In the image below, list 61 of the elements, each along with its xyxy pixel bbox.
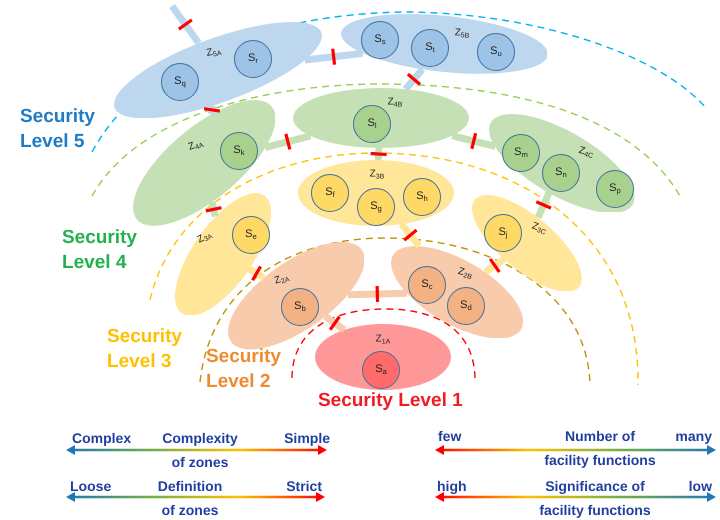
system-label: S$_{h}$ xyxy=(416,191,428,203)
conduit-connector xyxy=(402,67,426,92)
system-label: S$_{s}$ xyxy=(374,34,386,46)
zone-ellipse xyxy=(293,88,469,148)
zone-ellipse xyxy=(340,14,548,74)
system-label: S$_{q}$ xyxy=(174,76,186,88)
zone-ellipse xyxy=(228,242,364,350)
system-label: S$_{l}$ xyxy=(367,118,377,130)
zone-ellipse xyxy=(390,246,524,338)
zone-label: Z$_{3B}$ xyxy=(370,170,384,180)
system-label: S$_{r}$ xyxy=(248,53,258,65)
scale-label: Strict xyxy=(285,477,322,496)
conduit-connector xyxy=(169,4,202,46)
zone-label: Z$_{5B}$ xyxy=(454,28,470,40)
security-level-label: Security Level 1 xyxy=(318,389,464,413)
zone-label: Z$_{1A}$ xyxy=(376,334,390,346)
conduit-connector xyxy=(304,50,363,64)
conduit-connector xyxy=(208,105,216,115)
scale-label: Simple xyxy=(283,429,330,448)
system-label: S$_{d}$ xyxy=(460,300,472,312)
system-label: S$_{g}$ xyxy=(370,201,382,213)
conduit-connector xyxy=(483,256,506,276)
system-label: S$_{c}$ xyxy=(421,279,433,291)
zone-ellipse xyxy=(315,324,451,390)
scale-label: few xyxy=(438,427,462,446)
scale-label: Significance of facility functions xyxy=(538,477,652,520)
scale-label: high xyxy=(437,477,468,496)
security-level-label: Security Level 3 xyxy=(107,325,183,374)
conduit-connector xyxy=(208,201,219,218)
system-label: S$_{t}$ xyxy=(425,42,435,54)
scale-label: Number of facility functions xyxy=(543,427,657,470)
system-label: S$_{m}$ xyxy=(514,147,528,159)
scale-label: Loose xyxy=(70,477,112,496)
system-label: S$_{p}$ xyxy=(609,183,621,195)
scale-label: low xyxy=(688,477,712,496)
zone-ellipse xyxy=(489,114,635,212)
conduit-connector xyxy=(398,222,422,248)
conduit-connector xyxy=(374,148,382,160)
system-label: S$_{u}$ xyxy=(490,46,502,58)
system-label: S$_{f}$ xyxy=(325,187,335,199)
system-label: S$_{n}$ xyxy=(555,167,567,179)
system-label: S$_{e}$ xyxy=(245,229,257,241)
scale-label: Definition of zones xyxy=(156,477,224,520)
scale-label: Complexity of zones xyxy=(161,429,239,472)
conduit-connector xyxy=(247,266,266,281)
scale-label: many xyxy=(674,427,712,446)
system-label: S$_{k}$ xyxy=(233,145,245,157)
conduit-connector xyxy=(264,132,312,151)
security-level-label: Security Level 2 xyxy=(206,345,282,394)
zone-ellipse xyxy=(298,160,454,226)
system-label: S$_{j}$ xyxy=(498,227,508,239)
conduit-connector xyxy=(535,191,552,219)
conduit-connector xyxy=(323,314,346,333)
zone-ellipse xyxy=(472,194,582,292)
zone-label: Z$_{4B}$ xyxy=(388,98,402,108)
security-level-label: Security Level 4 xyxy=(62,226,138,275)
security-level-label: Security Level 5 xyxy=(20,105,96,154)
system-label: S$_{b}$ xyxy=(294,301,306,313)
system-label: S$_{a}$ xyxy=(375,364,387,376)
conduit-connector xyxy=(348,290,407,298)
scale-label: Complex xyxy=(72,429,132,448)
